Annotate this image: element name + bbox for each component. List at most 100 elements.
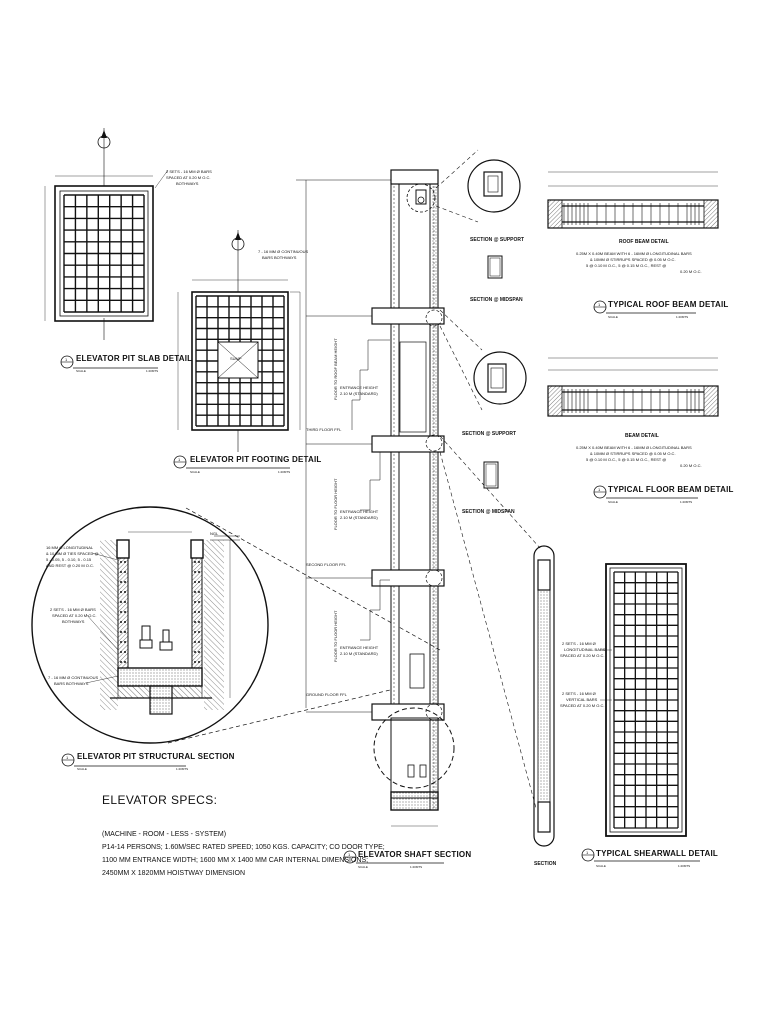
pit-slab-title: ELEVATOR PIT SLAB DETAIL <box>76 354 193 363</box>
section-support-2: SECTION @ SUPPORT <box>462 431 517 437</box>
shaft-section <box>296 149 541 864</box>
specs-line-2: P14-14 PERSONS; 1.60M/SEC RATED SPEED; 1… <box>102 844 385 851</box>
rebar-dot <box>194 621 196 623</box>
roof-beam-note-1: 0.25M X 0.40M BEAM WITH 6 - 16MM Ø LONGI… <box>576 251 692 256</box>
pit-long-note-1: 16 MM Ø LONGITUDINAL <box>46 545 94 550</box>
entrance-height-2b: 2.10 M (STANDARD) <box>340 515 378 520</box>
shear-vert-note-2: VERTICAL BARS <box>566 697 598 702</box>
rebar-dot <box>194 661 196 663</box>
scale-value: 1:20MTS <box>680 500 693 504</box>
specs-line-1: (MACHINE - ROOM - LESS - SYSTEM) <box>102 831 227 838</box>
floor-slab-roof <box>371 307 445 325</box>
shear-vert-note-3: SPACED AT 0.20 M O.C. <box>560 703 605 708</box>
pit-footing-detail <box>173 230 301 469</box>
pit-sets-note-2: SPACED AT 0.20 M O.C. <box>52 613 97 618</box>
floor-beam-note-3: 5 @ 0.10 M O.C., 5 @ 0.15 M O.C., REST @ <box>586 457 667 462</box>
pit-callout-circle <box>373 707 455 789</box>
rebar-dot <box>198 661 200 663</box>
shearwall-detail <box>581 563 700 862</box>
roof-beam-note-2: & 10MM Ø STIRRUPS SPACED @ 0.05 M O.C. <box>590 257 676 262</box>
rebar-dot <box>124 641 126 643</box>
rebar-dot <box>120 591 122 593</box>
rebar-dot <box>194 651 196 653</box>
entrance-height-2a: ENTRANCE HEIGHT <box>340 509 379 514</box>
scale-value: 1:20MTS <box>146 369 159 373</box>
rebar-dot <box>194 641 196 643</box>
specs-line-4: 2450MM X 1820MM HOISTWAY DIMENSION <box>102 870 246 877</box>
pit-slab-outline <box>54 185 154 322</box>
floor-slab-third <box>371 435 445 453</box>
slab-bars-note-2: SPACED AT 0.20 M O.C. <box>166 175 211 180</box>
pit-long-note-2: & 10 MM Ø TIES SPACED @ <box>46 551 99 556</box>
rebar-dot <box>194 561 196 563</box>
scale-word: SCALE <box>608 500 618 504</box>
rebar-dot <box>194 591 196 593</box>
rebar-dot <box>198 621 200 623</box>
ground-floor-label: GROUND FLOOR FFL <box>306 692 347 697</box>
scale-word: SCALE <box>596 864 606 868</box>
rebar-dot <box>120 571 122 573</box>
beam-section-callouts <box>467 159 527 489</box>
rebar-dot <box>120 651 122 653</box>
sump-label: SUMP <box>230 356 242 361</box>
rebar-dot <box>124 631 126 633</box>
rebar-dot <box>194 581 196 583</box>
rebar-dot <box>120 601 122 603</box>
rebar-dot <box>124 561 126 563</box>
rebar-dot <box>194 611 196 613</box>
pit-slab-detail <box>44 128 169 369</box>
roof-beam-note-4: 0.20 M O.C. <box>680 269 702 274</box>
marker-number: 1 <box>348 852 351 857</box>
rebar-dot <box>198 581 200 583</box>
shearwall-title: TYPICAL SHEARWALL DETAIL <box>596 849 718 858</box>
second-floor-label: SECOND FLOOR FFL <box>306 562 347 567</box>
rebar-dot <box>194 631 196 633</box>
pit-footing-title: ELEVATOR PIT FOOTING DETAIL <box>190 455 322 464</box>
floor-beam-note-1: 0.25M X 0.40M BEAM WITH 6 - 16MM Ø LONGI… <box>576 445 692 450</box>
scale-word: SCALE <box>77 767 87 771</box>
floor-to-floor-label-1: FLOOR TO FLOOR HEIGHT <box>333 478 338 530</box>
scale-value: 1:20MTS <box>410 865 423 869</box>
pit-callout-circle <box>31 506 269 744</box>
pit-structural-title: ELEVATOR PIT STRUCTURAL SECTION <box>77 752 235 761</box>
pit-cont-note-2: BARS BOTHWAYS <box>54 681 89 686</box>
shear-long-note-2: LONGITUDINAL BARS <box>564 647 606 652</box>
section-word: SECTION <box>534 861 557 867</box>
floor-to-roof-label: FLOOR TO ROOF BEAM HEIGHT <box>333 338 338 400</box>
rebar-dot <box>198 631 200 633</box>
roof-beam-note-3: 5 @ 0.10 M O.C., 5 @ 0.15 M O.C., REST @ <box>586 263 667 268</box>
scale-word: SCALE <box>76 369 86 373</box>
footing-bars-note-2: BARS BOTHWAYS <box>262 255 297 260</box>
marker-number: 1 <box>65 357 68 362</box>
floor-slab-second <box>371 569 445 587</box>
scale-value: 1:20MTS <box>678 864 691 868</box>
pit-long-note-4: AND REST @ 0.20 M O.C. <box>46 563 94 568</box>
roof-beam-label: ROOF BEAM DETAIL <box>619 239 669 245</box>
ngl-label: NGL <box>210 531 219 536</box>
section-midspan-1: SECTION @ MIDSPAN <box>470 297 523 303</box>
scale-value: 1:20MTS <box>176 767 189 771</box>
pit-sets-note-1: 2 SETS - 16 MM Ø BARS <box>50 607 96 612</box>
scale-value: 1:20MTS <box>278 470 291 474</box>
marker-number: 1 <box>586 850 589 855</box>
marker-number: 1 <box>178 457 181 462</box>
rebar-dot <box>124 571 126 573</box>
rebar-dot <box>120 661 122 663</box>
rebar-dot <box>120 611 122 613</box>
marker-number: 1 <box>66 755 69 760</box>
marker-number: 1 <box>598 487 601 492</box>
rebar-dot <box>198 651 200 653</box>
scale-word: SCALE <box>358 865 368 869</box>
shear-long-note-1: 2 SETS - 16 MM Ø <box>562 641 596 646</box>
entrance-height-1a: ENTRANCE HEIGHT <box>340 385 379 390</box>
footing-bars-note-1: 7 - 16 MM Ø CONTINUOUS <box>258 249 309 254</box>
rebar-dot <box>194 571 196 573</box>
rebar-dot <box>198 611 200 613</box>
shearwall-section <box>533 545 555 847</box>
shear-vert-note-1: 2 SETS - 16 MM Ø <box>562 691 596 696</box>
shear-long-note-3: SPACED AT 0.20 M O.C. <box>560 653 605 658</box>
shaft-section-title: ELEVATOR SHAFT SECTION <box>358 850 472 859</box>
elevator-car <box>399 341 427 433</box>
floor-beam-note-2: & 10MM Ø STIRRUPS SPACED @ 0.05 M O.C. <box>590 451 676 456</box>
